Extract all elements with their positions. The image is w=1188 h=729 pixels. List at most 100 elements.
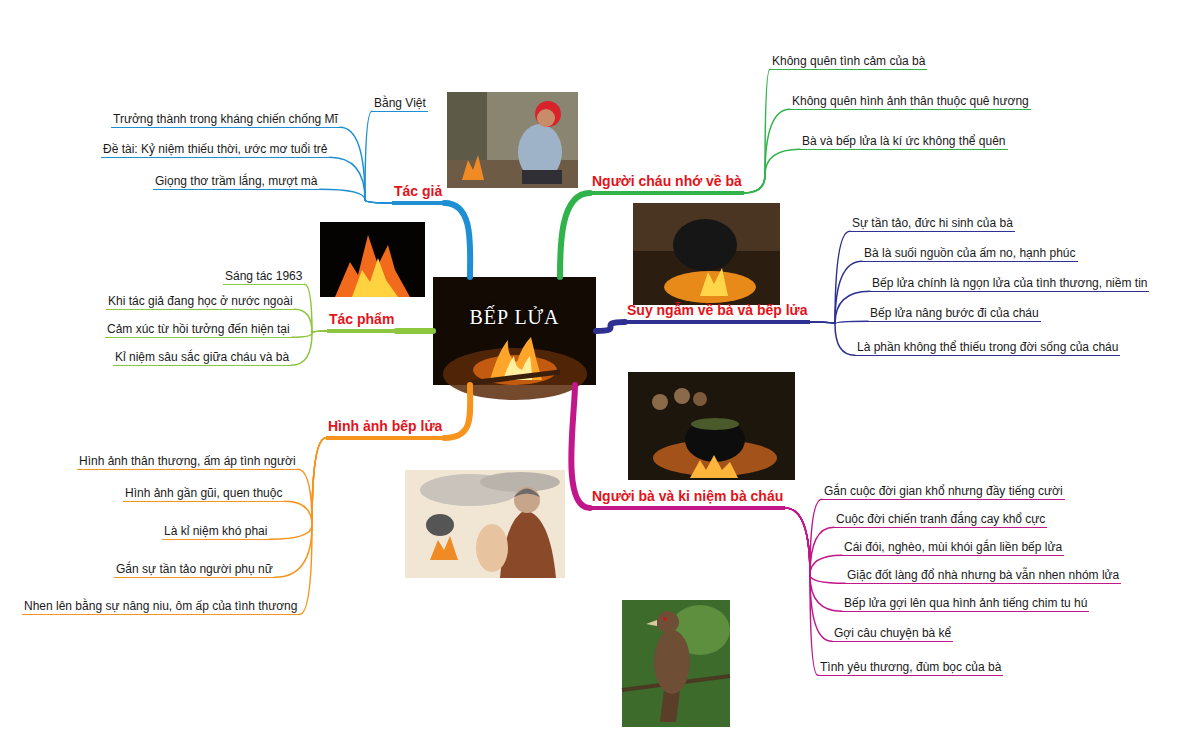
bird-eye	[663, 617, 667, 621]
branch-topic: Tác giả	[392, 182, 444, 205]
grandmother-child-cartoon	[405, 470, 565, 578]
branch-topic: Hình ảnh bếp lửa	[326, 417, 444, 440]
leaf-text: Đề tài: Kỷ niệm thiếu thời, ước mơ tuổi …	[103, 142, 327, 156]
main-branch	[596, 322, 625, 331]
leaf-text: Hình ảnh thân thương, ấm áp tình người	[79, 454, 296, 468]
branch-leaf: Là kỉ niệm khó phai	[162, 521, 269, 540]
topic-text: Người cháu nhớ về bà	[592, 173, 742, 189]
leaf-text: Kỉ niệm sâu sắc giữa cháu và bà	[115, 350, 289, 364]
branch-leaf: Bà là suối nguồn của ấm no, hạnh phúc	[862, 243, 1078, 262]
bird-body	[654, 630, 690, 694]
topic-text: Người bà và kỉ niệm bà cháu	[592, 488, 783, 504]
cooking-pot	[673, 219, 737, 271]
sub-branch	[744, 149, 800, 193]
night-fire-picture	[320, 222, 425, 297]
branch-leaf: Gợi câu chuyện bà kể	[832, 623, 953, 642]
leaf-text: Giọng thơ trầm lắng, mượt mà	[155, 174, 318, 188]
branch-leaf: Bếp lửa gợi lên qua hình ảnh tiếng chim …	[842, 593, 1089, 612]
grandmother-head	[514, 487, 540, 513]
sub-branch	[785, 508, 818, 675]
leaf-text: Bếp lửa chính là ngọn lửa của tình thươn…	[872, 276, 1147, 290]
branch-leaf: Tình yêu thương, đùm bọc của bà	[818, 657, 1003, 676]
koel-bird-photo	[622, 600, 730, 727]
branch-leaf: Khi tác giả đang học ở nước ngoài	[106, 291, 295, 310]
leaf-text: Cái đói, nghèo, mùi khói gắn liền bếp lử…	[844, 540, 1062, 554]
branch-leaf: Bằng Việt	[372, 93, 428, 112]
leaf-text: Bằng Việt	[374, 96, 426, 110]
picture-ground	[622, 600, 730, 727]
sub-branch	[320, 189, 393, 203]
log	[470, 372, 560, 383]
branch-leaf: Trưởng thành trong kháng chiến chống Mĩ	[111, 109, 340, 128]
branch-leaf: Giặc đốt làng đổ nhà nhưng bà vẫn nhen n…	[845, 565, 1121, 584]
cooking-pot	[685, 418, 745, 462]
sub-branch	[810, 322, 856, 355]
picture-ground	[405, 470, 565, 578]
person	[652, 394, 668, 410]
main-branch	[444, 203, 470, 277]
picture-ground	[633, 203, 780, 305]
grandmother-hair	[514, 489, 540, 498]
sub-branch	[285, 438, 327, 525]
sub-branch	[291, 331, 327, 365]
branch-leaf: Nhen lên bằng sự nâng niu, ôm ấp của tìn…	[22, 596, 299, 615]
sub-branch	[785, 508, 832, 641]
branch-leaf: Không quên tình cảm của bà	[770, 51, 927, 70]
branch-leaf: Là phần không thể thiếu trong đời sống c…	[855, 337, 1120, 356]
branch-topic: Suy ngẫm về bà và bếp lửa	[625, 301, 810, 324]
grandmother-photo	[447, 92, 578, 188]
branch-leaf: Không quên hình ảnh thân thuộc quê hương	[790, 91, 1031, 110]
person	[674, 388, 690, 404]
pot-soup	[691, 418, 739, 430]
branch-leaf: Gắn cuộc đời gian khổ nhưng đầy tiếng cư…	[822, 481, 1065, 500]
leaf-text: Khi tác giả đang học ở nước ngoài	[108, 294, 293, 308]
sub-branch	[810, 291, 871, 324]
branch-leaf: Bà và bếp lửa là kí ức không thể quên	[800, 131, 1008, 150]
leaf-text: Bếp lửa gợi lên qua hình ảnh tiếng chim …	[844, 596, 1087, 610]
topic-text: Tác giả	[394, 183, 442, 199]
head-scarf	[535, 101, 561, 127]
central-topic: BẾP LỬA	[433, 277, 596, 385]
leaf-text: Không quên tình cảm của bà	[772, 54, 925, 68]
branch-topic: Tác phẩm	[327, 310, 396, 333]
leaf-text: Cảm xúc từ hồi tưởng đến hiện tại	[107, 322, 290, 336]
branch-leaf: Hình ảnh thân thương, ấm áp tình người	[77, 451, 298, 470]
branch-leaf: Sáng tác 1963	[223, 266, 304, 285]
center-fire-picture	[433, 277, 596, 400]
grandmother-legs	[522, 170, 562, 184]
sub-branch	[292, 331, 327, 337]
grandmother-face	[537, 109, 555, 127]
picture-ground	[320, 222, 425, 297]
person	[693, 392, 707, 406]
branch-leaf: Cảm xúc từ hồi tưởng đến hiện tại	[105, 319, 292, 338]
flame	[335, 235, 410, 297]
branch-leaf: Bếp lửa nâng bước đi của cháu	[868, 303, 1041, 322]
branch-topic: Người cháu nhớ về bà	[590, 172, 744, 195]
flame	[462, 155, 484, 180]
flame	[430, 536, 458, 560]
leaf-text: Bếp lửa nâng bước đi của cháu	[870, 306, 1039, 320]
kitchen-stove-photo	[633, 203, 780, 305]
bird-beak	[646, 620, 657, 626]
grandmother-body	[500, 510, 556, 578]
leaf-text: Giặc đốt làng đổ nhà nhưng bà vẫn nhen n…	[847, 568, 1119, 582]
branch-leaf: Hình ảnh gần gũi, quen thuộc	[123, 483, 284, 502]
leaf-text: Cuộc đời chiến tranh đắng cay khổ cực	[836, 512, 1045, 526]
leaf-text: Gắn sự tần tảo người phụ nữ	[116, 562, 273, 576]
leaf-text: Là phần không thể thiếu trong đời sống c…	[857, 340, 1118, 354]
branch-leaf: Giọng thơ trầm lắng, mượt mà	[153, 171, 320, 190]
leaf-text: Sự tần tảo, đức hi sinh của bà	[852, 216, 1013, 230]
picture-ground	[628, 372, 795, 480]
leaf-text: Nhen lên bằng sự nâng niu, ôm ấp của tìn…	[24, 599, 297, 613]
campfire-photo	[628, 372, 795, 480]
topic-text: Suy ngẫm về bà và bếp lửa	[627, 302, 808, 318]
flame	[700, 268, 728, 296]
child	[476, 524, 508, 572]
sub-branch	[365, 111, 392, 203]
bird-head	[657, 611, 679, 633]
topic-text: Tác phẩm	[329, 311, 394, 327]
central-title: BẾP LỬA	[469, 305, 559, 329]
sub-branch	[744, 69, 770, 193]
sub-branch	[329, 157, 392, 203]
